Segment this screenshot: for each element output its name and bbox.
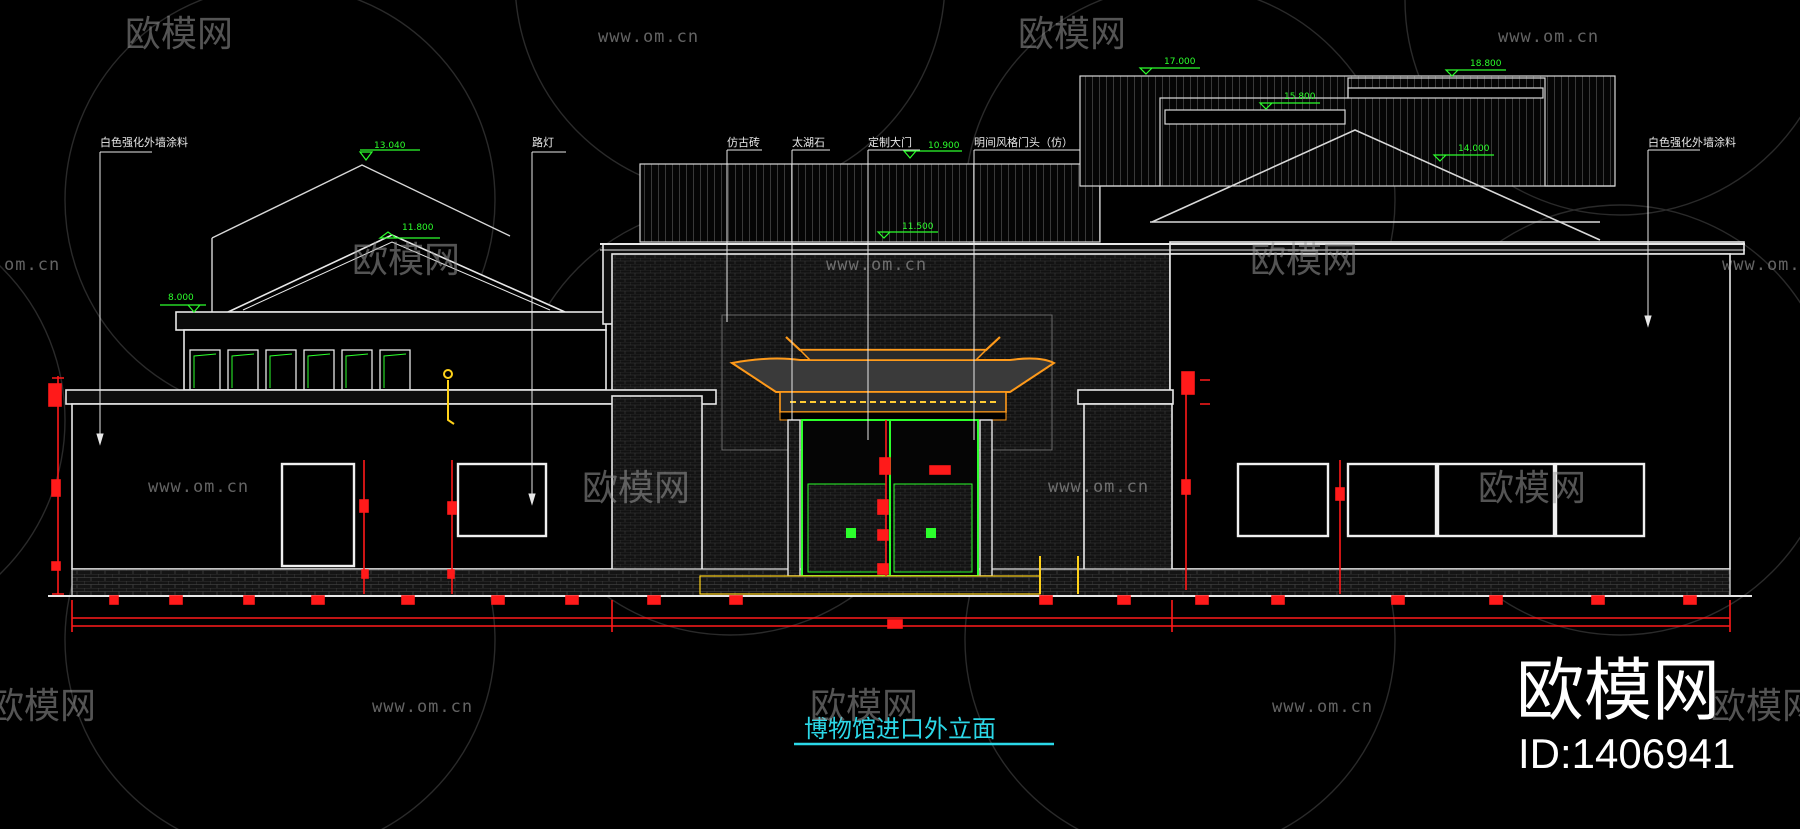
level-3: 10.900 (928, 141, 960, 151)
brand-id: ID:1406941 (1518, 730, 1735, 777)
left-back-gable (211, 164, 511, 312)
upper-roof-massing (639, 75, 1616, 243)
watermark-url: www.om.cn (1722, 255, 1800, 275)
windows (280, 462, 1646, 568)
watermark-brand: 欧模网 (0, 686, 96, 727)
gate-portal (699, 419, 1079, 595)
level-2: 8.000 (168, 293, 194, 303)
watermark-brand: 欧模网 (352, 240, 460, 281)
watermark-url: www.om.cn (598, 27, 699, 47)
watermark-brand: 欧模网 (1018, 14, 1126, 55)
level-0: 13.040 (374, 141, 406, 151)
watermark-url: www.om.cn (826, 255, 927, 275)
watermark-url: www.om.cn (372, 697, 473, 717)
level-6: 15.800 (1284, 92, 1316, 102)
callout-leaders (96, 149, 1700, 506)
level-4: 11.500 (902, 222, 934, 232)
label-gate: 定制大门 (868, 135, 912, 149)
label-right-wall: 白色强化外墙涂料 (1648, 135, 1736, 149)
diagram-title: 博物馆进口外立面 (794, 715, 1054, 746)
level-values: 13.040 11.800 8.000 10.900 11.500 17.000… (168, 57, 1502, 303)
watermark-url: www.om.cn (1272, 697, 1373, 717)
watermark-brand: 欧模网 (1250, 240, 1358, 281)
brand-mark: 欧模网 ID:1406941 (1516, 652, 1735, 777)
watermark-brand: 欧模网 (1710, 686, 1800, 727)
watermark-url: www.om.cn (1048, 477, 1149, 497)
left-pavilion (175, 234, 607, 391)
level-8: 14.000 (1458, 144, 1490, 154)
lamp (443, 369, 455, 425)
watermarks: 欧模网 欧模网 欧模网 欧模网 欧模网 欧模网 欧模网 欧模网 欧模网 www.… (0, 14, 1800, 727)
right-wing-pier (1077, 389, 1174, 597)
watermark-url-short: om.cn (4, 255, 60, 275)
label-left-wall: 白色强化外墙涂料 (100, 135, 188, 149)
watermark-url: www.om.cn (1498, 27, 1599, 47)
title-text: 博物馆进口外立面 (804, 715, 996, 743)
brand-name: 欧模网 (1516, 652, 1720, 731)
watermark-brand: 欧模网 (125, 14, 233, 55)
right-back-gable (1150, 129, 1601, 241)
label-stone-step: 仿古砖 (727, 135, 760, 149)
label-hall-head: 明间风格门头（仿） (974, 135, 1073, 149)
label-drum-stone: 太湖石 (792, 136, 825, 149)
level-1: 11.800 (402, 223, 434, 233)
watermark-brand: 欧模网 (1478, 468, 1586, 509)
watermark-url: www.om.cn (148, 477, 249, 497)
label-lamp: 路灯 (532, 136, 554, 149)
level-7: 18.800 (1470, 59, 1502, 69)
dimension-lines (48, 371, 1731, 632)
level-markers (160, 67, 1506, 313)
watermark-brand: 欧模网 (810, 686, 918, 727)
callout-labels: 白色强化外墙涂料 路灯 仿古砖 太湖石 定制大门 明间风格门头（仿） 白色强化外… (100, 135, 1736, 149)
watermark-brand: 欧模网 (582, 468, 690, 509)
level-5: 17.000 (1164, 57, 1196, 67)
